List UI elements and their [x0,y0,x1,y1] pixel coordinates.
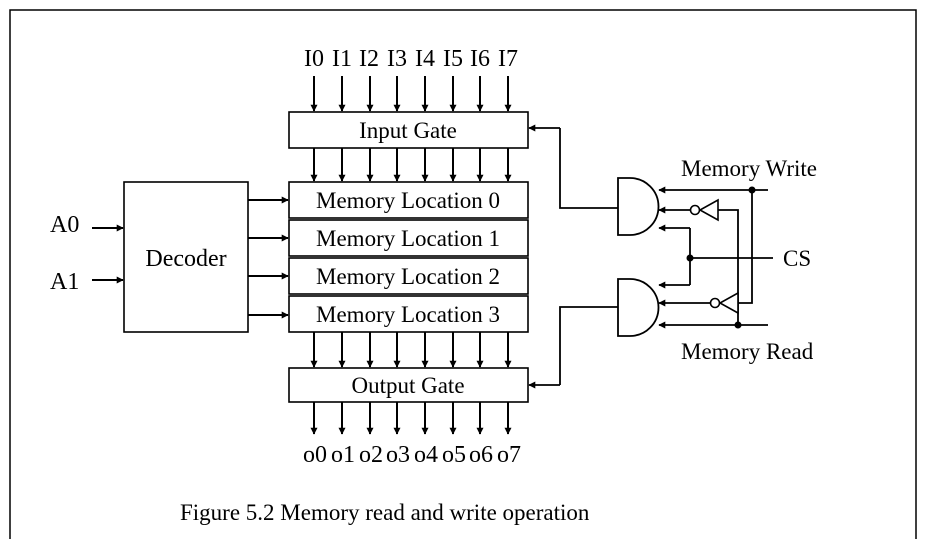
write-and-gate [617,177,660,236]
gate-to-memory-arrows [310,148,512,182]
output-gate-label: Output Gate [351,373,464,398]
output-label: o1 [331,442,355,468]
output-label: o5 [442,442,466,468]
input-label: I6 [470,46,490,72]
read-inverter-icon [718,291,739,315]
decoder-output-arrows [248,196,289,319]
memory-read-label: Memory Read [681,339,814,364]
decoder-label: Decoder [145,246,226,272]
input-label: I7 [498,46,518,72]
memory-location-3 [288,295,529,333]
output-arrows [310,402,512,435]
memory-location-0 [288,181,529,219]
read-feed-wire [718,209,739,325]
figure-frame [9,9,917,539]
memory-write-label: Memory Write [681,156,817,181]
cs-label: CS [783,246,811,271]
write-inverter-bubble [689,204,701,216]
input-arrows [310,76,512,112]
output-label: o7 [497,442,521,468]
output-label: o2 [359,442,383,468]
address-arrows [92,224,124,284]
input-labels: I0 I1 I2 I3 I4 I5 I6 I7 [304,46,518,72]
input-label: I5 [443,46,463,72]
decoder-box [123,181,249,333]
input-gate-label: Input Gate [359,118,457,143]
input-label: I2 [359,46,379,72]
read-and-gate [617,278,660,337]
address-label-a1: A1 [50,269,79,295]
memory-to-output-arrows [310,332,512,368]
gate-output-arrows [528,124,560,389]
memory-location-2-label: Memory Location 2 [316,264,500,289]
input-gate-box [288,111,529,149]
output-label: o0 [303,442,327,468]
output-label: o6 [469,442,493,468]
input-label: I3 [387,46,407,72]
output-labels: o0 o1 o2 o3 o4 o5 o6 o7 [303,442,521,468]
output-label: o4 [414,442,438,468]
input-label: I4 [415,46,435,72]
output-gate-box [288,367,529,403]
address-label-a0: A0 [50,212,79,238]
memory-location-3-label: Memory Location 3 [316,302,500,327]
input-label: I1 [332,46,352,72]
memory-location-1-label: Memory Location 1 [316,226,500,251]
write-inverter-icon [698,198,719,222]
memory-location-1 [288,219,529,257]
memory-location-0-label: Memory Location 0 [316,188,500,213]
gate-output-wires [559,128,618,385]
write-feed-wire [738,190,753,304]
figure-caption: Figure 5.2 Memory read and write operati… [180,500,590,525]
input-label: I0 [304,46,324,72]
memory-location-2 [288,257,529,295]
read-inverter-bubble [709,297,721,309]
output-label: o3 [386,442,410,468]
